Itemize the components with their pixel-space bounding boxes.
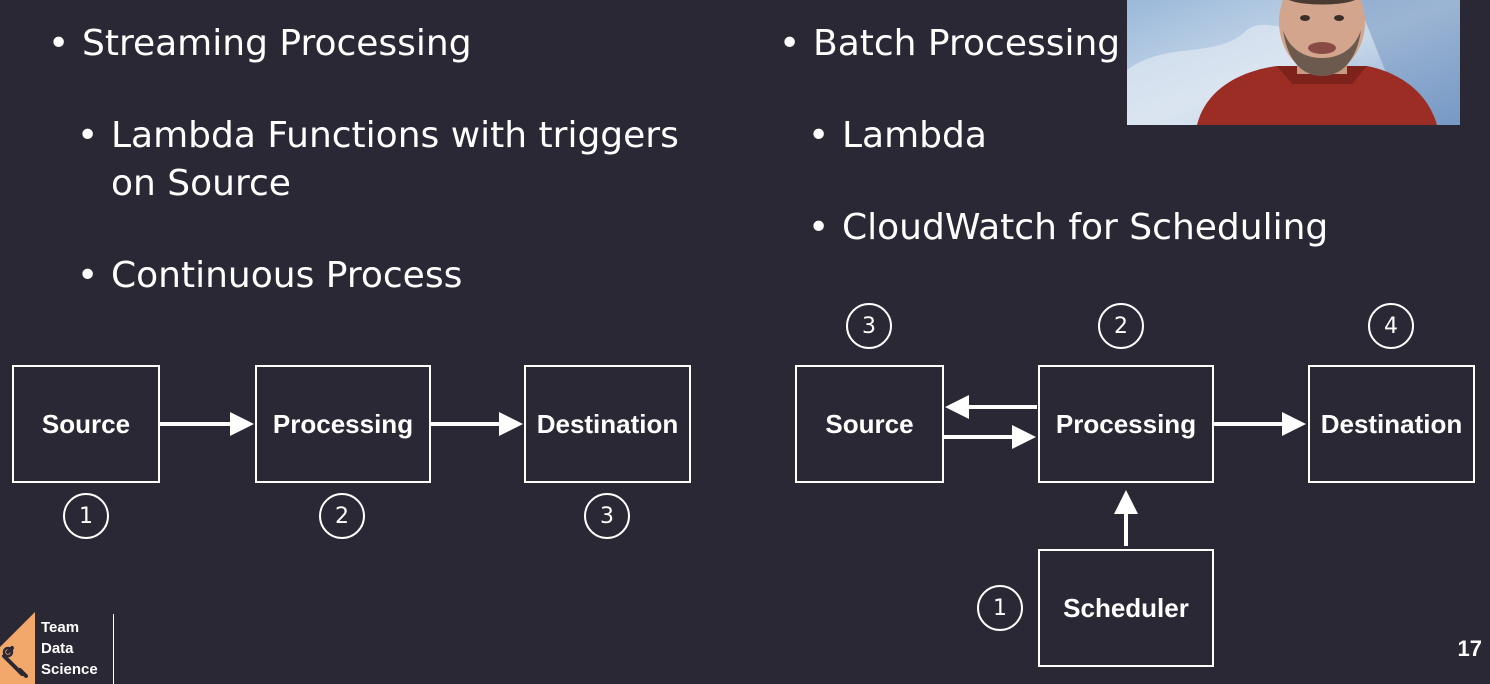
- stream-step-number: 1: [63, 493, 109, 539]
- stream-step-number: 3: [584, 493, 630, 539]
- left-heading-text: Streaming Processing: [82, 23, 472, 64]
- presenter-video-frame: [1127, 0, 1460, 125]
- stream-destination-label: Destination: [536, 408, 679, 439]
- stream-source-box: Source: [12, 365, 160, 483]
- batch-processing-label: Processing: [1055, 408, 1197, 439]
- stream-destination-box: Destination: [524, 365, 691, 483]
- right-heading: • Batch Processing: [779, 20, 1121, 68]
- batch-step-number: 1: [977, 585, 1023, 631]
- bullet-dot: •: [779, 23, 801, 64]
- right-bullet-1: • Lambda: [808, 112, 987, 160]
- logo-line-3: Science: [41, 661, 98, 678]
- bullet-dot: •: [77, 115, 99, 156]
- batch-processing-box: Processing: [1038, 365, 1214, 483]
- left-bullet-1: • Lambda Functions with triggers: [77, 112, 679, 160]
- stream-processing-label: Processing: [272, 408, 414, 439]
- right-bullet-2: • CloudWatch for Scheduling: [808, 204, 1329, 252]
- stream-source-label: Source: [41, 408, 131, 439]
- logo-line-2: Data: [41, 640, 74, 657]
- left-bullet-2-text: Continuous Process: [111, 255, 463, 296]
- batch-step-number: 3: [846, 303, 892, 349]
- bullet-dot: •: [808, 115, 830, 156]
- batch-scheduler-box: Scheduler: [1038, 549, 1214, 667]
- presenter-webcam: [1127, 0, 1460, 125]
- right-bullet-1-text: Lambda: [842, 115, 987, 156]
- bullet-dot: •: [77, 255, 99, 296]
- left-heading: • Streaming Processing: [48, 20, 472, 68]
- batch-scheduler-label: Scheduler: [1063, 592, 1189, 623]
- team-data-science-logo-icon: [0, 612, 35, 684]
- batch-destination-box: Destination: [1308, 365, 1475, 483]
- batch-step-number: 2: [1098, 303, 1144, 349]
- stream-processing-box: Processing: [255, 365, 431, 483]
- right-bullet-2-text: CloudWatch for Scheduling: [842, 207, 1329, 248]
- right-heading-text: Batch Processing: [813, 23, 1121, 64]
- logo-divider: [113, 614, 114, 684]
- batch-source-box: Source: [795, 365, 944, 483]
- left-bullet-2: • Continuous Process: [77, 252, 463, 300]
- left-bullet-1-text: Lambda Functions with triggers: [111, 115, 679, 156]
- batch-source-label: Source: [825, 408, 914, 439]
- bullet-dot: •: [808, 207, 830, 248]
- logo-line-1: Team: [41, 619, 80, 636]
- slide-page-number: 17: [1457, 636, 1482, 661]
- left-bullet-1-continued: on Source: [111, 160, 291, 208]
- batch-step-number: 4: [1368, 303, 1414, 349]
- bullet-dot: •: [48, 23, 70, 64]
- batch-destination-label: Destination: [1320, 408, 1463, 439]
- team-data-science-logo-text: Team Data Science: [41, 617, 98, 680]
- stream-step-number: 2: [319, 493, 365, 539]
- left-bullet-1-continued-text: on Source: [111, 163, 291, 204]
